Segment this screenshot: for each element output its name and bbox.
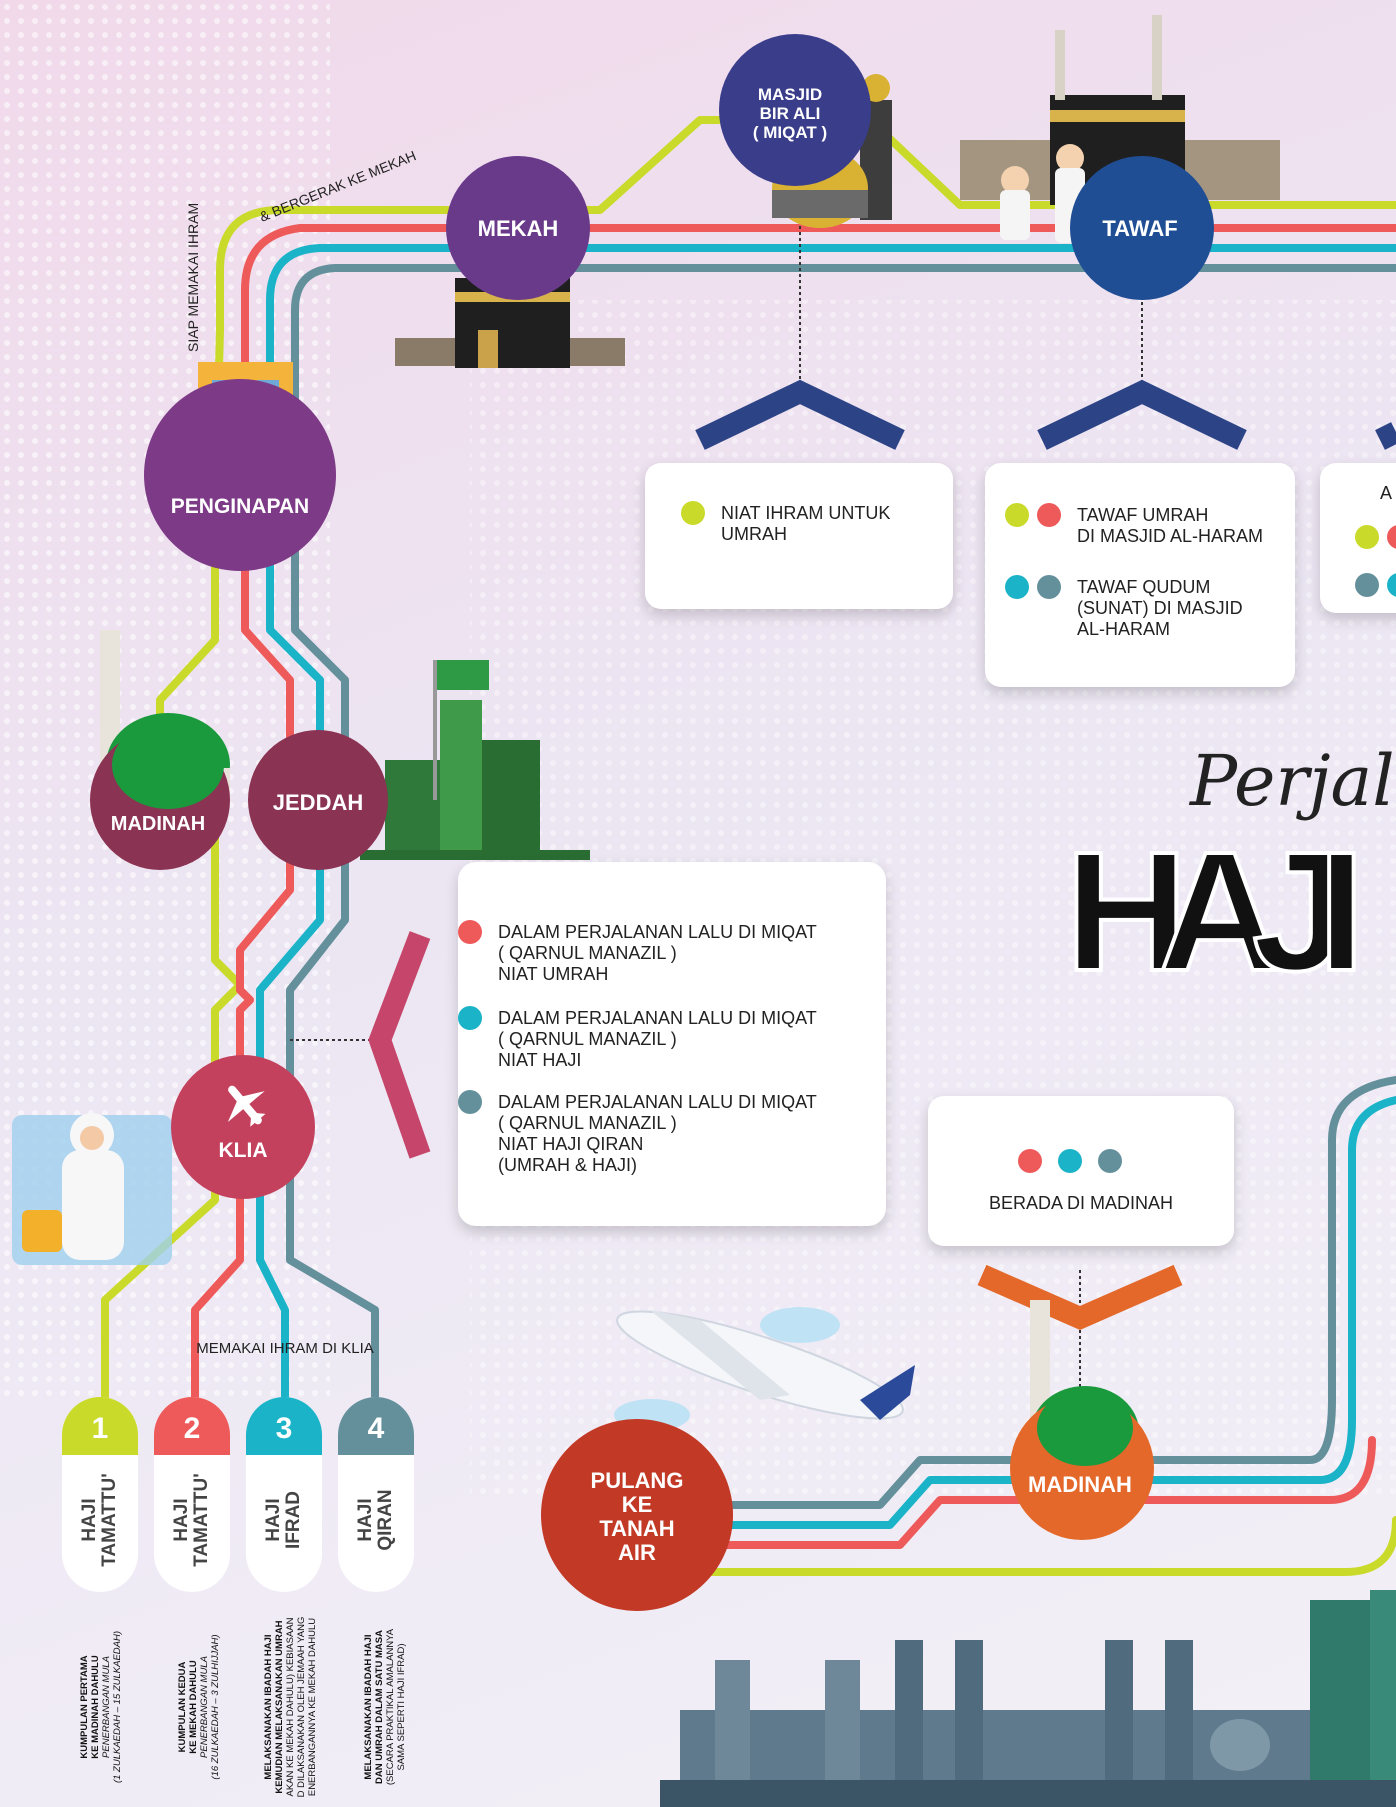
card-tawaf: TAWAF UMRAH DI MASJID AL-HARAM TAWAF QUD…: [985, 463, 1295, 687]
madinah-dome-overlay: [1037, 1390, 1133, 1466]
pill-2-label: HAJI TAMATTU': [171, 1473, 212, 1567]
route-line-lime: [101, 116, 1396, 1404]
pill-4-desc: MELAKSANAKAN IBADAH HAJI DAN UMRAH DALAM…: [363, 1628, 407, 1786]
dot-grey: [1098, 1149, 1122, 1173]
pill-4-label: HAJI QIRAN: [355, 1489, 396, 1551]
dot-red: [1018, 1149, 1042, 1173]
chevron-partial: [1375, 422, 1396, 450]
label-masjid-3: ( MIQAT ): [753, 123, 827, 142]
chevron-klia: [368, 931, 431, 1159]
card-partial-dots-2: [1355, 573, 1396, 597]
dot-cyan: [1058, 1149, 1082, 1173]
dot-grey: [458, 1090, 482, 1114]
route-line-cyan: [256, 244, 1396, 1404]
label-pulang-4: AIR: [618, 1540, 656, 1565]
label-madinah-bottom: MADINAH: [1028, 1472, 1132, 1497]
route-line-grey: [286, 264, 1396, 1404]
dot-lime: [1005, 503, 1029, 527]
route-line-red: [191, 224, 1396, 1404]
label-klia: KLIA: [219, 1139, 268, 1162]
dot-red: [458, 920, 482, 944]
pill-4-head: [338, 1397, 414, 1455]
node-jeddah: [248, 730, 388, 870]
pill-3-label: HAJI IFRAD: [263, 1490, 304, 1550]
annotation-ihram-klia: MEMAKAI IHRAM DI KLIA: [196, 1340, 374, 1357]
card-madinah: BERADA DI MADINAH: [928, 1096, 1234, 1246]
label-masjid-1: MASJID: [758, 85, 822, 104]
airplane-icon: [227, 1085, 266, 1127]
card-klia-item-2: DALAM PERJALANAN LALU DI MIQAT ( QARNUL …: [458, 1006, 817, 1071]
node-klia: [171, 1055, 315, 1199]
label-mekah: MEKAH: [478, 216, 559, 241]
dot-lime: [681, 501, 705, 525]
label-madinah-left: MADINAH: [111, 813, 205, 835]
dot-cyan: [458, 1006, 482, 1030]
airplane-illustration: [614, 1307, 915, 1431]
card-madinah-dots: [1018, 1149, 1122, 1173]
card-klia-item-1: DALAM PERJALANAN LALU DI MIQAT ( QARNUL …: [458, 920, 817, 985]
card-miqat: NIAT IHRAM UNTUK UMRAH: [645, 463, 953, 609]
label-jeddah: JEDDAH: [273, 790, 363, 815]
pill-1-head: [62, 1397, 138, 1455]
dot-cyan: [1005, 575, 1029, 599]
pill-1-number: 1: [92, 1412, 109, 1445]
node-penginapan: [144, 379, 336, 571]
jeddah-buildings-illustration: [360, 660, 590, 860]
label-tawaf: TAWAF: [1102, 216, 1177, 241]
pill-3-desc: MELAKSANAKAN IBADAH HAJI KEMUDIAN MELAKS…: [263, 1616, 318, 1798]
card-tawaf-item-2: TAWAF QUDUM (SUNAT) DI MASJID AL-HARAM: [1005, 575, 1243, 640]
label-pulang-3: TANAH: [599, 1516, 674, 1541]
card-klia-item-3: DALAM PERJALANAN LALU DI MIQAT ( QARNUL …: [458, 1090, 817, 1176]
dot-red: [1037, 503, 1061, 527]
pill-4-number: 4: [368, 1412, 385, 1445]
node-masjid-bir-ali: [719, 34, 871, 186]
card-miqat-item: NIAT IHRAM UNTUK UMRAH: [681, 501, 890, 545]
chevron-miqat: [695, 379, 905, 450]
title-main: HAJI: [1065, 817, 1365, 1007]
card-partial: A: [1320, 463, 1396, 613]
skyline-illustration: [660, 1590, 1396, 1807]
node-pulang: [541, 1419, 733, 1611]
traveller-illustration: [12, 1113, 172, 1265]
annotation-ihram-vertical: SIAP MEMAKAI IHRAM: [185, 203, 201, 352]
node-mekah: [446, 156, 590, 300]
pill-3-head: [246, 1397, 322, 1455]
label-masjid-2: BIR ALI: [760, 104, 821, 123]
node-tawaf: [1070, 156, 1214, 300]
chevron-tawaf: [1037, 379, 1247, 450]
label-pulang-1: PULANG: [591, 1468, 684, 1493]
label-penginapan: PENGINAPAN: [171, 495, 309, 518]
pill-2-head: [154, 1397, 230, 1455]
chevron-madinah: [977, 1264, 1183, 1331]
pill-1-label: HAJI TAMATTU': [79, 1473, 120, 1567]
card-partial-text: A: [1380, 483, 1393, 503]
card-klia: DALAM PERJALANAN LALU DI MIQAT ( QARNUL …: [458, 862, 886, 1226]
card-madinah-text: BERADA DI MADINAH: [988, 1193, 1174, 1213]
title-script: Perjala: [1188, 740, 1396, 822]
card-partial-dots-1: [1355, 525, 1396, 549]
dot-grey: [1037, 575, 1061, 599]
pill-3-number: 3: [276, 1412, 293, 1445]
pill-2-number: 2: [184, 1412, 201, 1445]
madinah-dome-overlay-left: [112, 721, 224, 809]
pills: 1 2 3 4: [62, 1397, 414, 1592]
label-pulang-2: KE: [622, 1492, 653, 1517]
card-tawaf-item-1: TAWAF UMRAH DI MASJID AL-HARAM: [1005, 503, 1263, 547]
